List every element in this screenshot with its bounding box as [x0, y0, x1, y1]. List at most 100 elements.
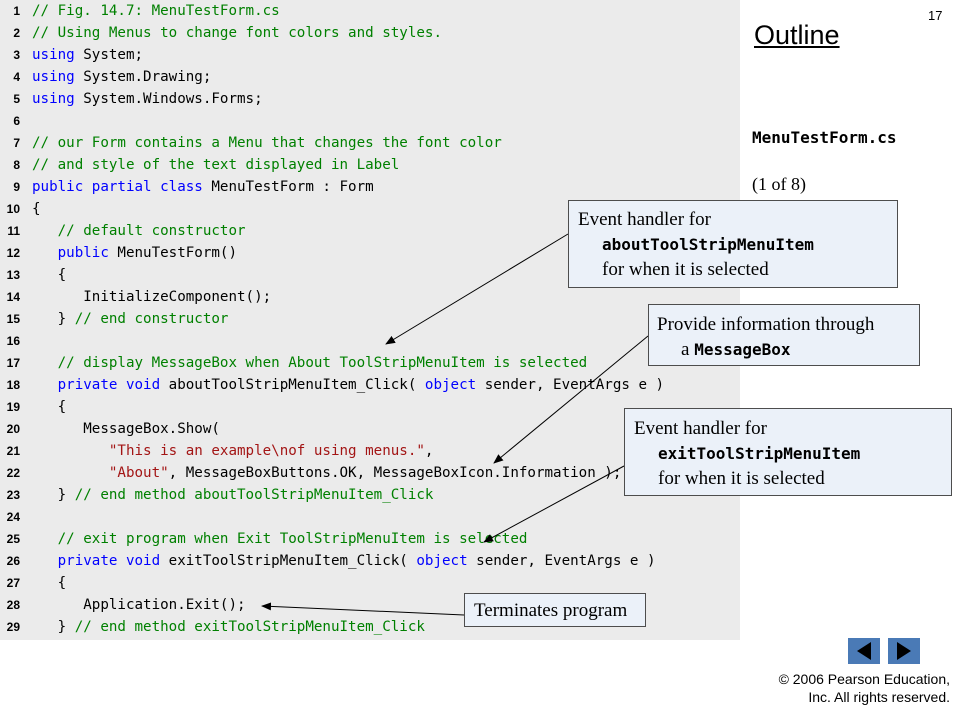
code-line: 7 // our Form contains a Menu that change… — [0, 132, 740, 154]
code-text: // exit program when Exit ToolStripMenuI… — [32, 528, 528, 550]
line-number: 13 — [6, 268, 20, 282]
code-token: public partial class — [32, 179, 203, 195]
code-line: 3 using System; — [0, 44, 740, 66]
next-slide-button[interactable] — [888, 638, 920, 664]
arrow-messagebox — [493, 335, 649, 464]
code-token: // end method aboutToolStripMenuItem_Cli… — [74, 487, 434, 503]
code-line: 20 MessageBox.Show( — [0, 418, 740, 440]
line-number: 19 — [6, 400, 20, 414]
code-text: // Fig. 14.7: MenuTestForm.cs — [32, 0, 280, 22]
code-line: 19 { — [0, 396, 740, 418]
outline-link[interactable]: Outline — [754, 20, 840, 50]
code-token: InitializeComponent(); — [32, 289, 272, 305]
line-number: 4 — [13, 70, 20, 84]
code-token: private void — [57, 553, 161, 569]
code-token: { — [32, 201, 41, 217]
line-number: 8 — [13, 158, 20, 172]
line-number: 3 — [13, 48, 20, 62]
code-token: System.Windows.Forms; — [74, 91, 263, 107]
code-text: MessageBox.Show( — [32, 418, 220, 440]
callout-about-line1: Event handler for — [578, 209, 711, 230]
code-token: aboutToolStripMenuItem_Click( — [160, 377, 425, 393]
code-token: } — [32, 619, 75, 635]
code-token: // Fig. 14.7: MenuTestForm.cs — [32, 3, 280, 19]
line-number: 28 — [6, 598, 20, 612]
code-token: , MessageBoxButtons.OK, MessageBoxIcon.I… — [168, 465, 622, 481]
code-token: object — [416, 553, 468, 569]
code-token: , — [424, 443, 434, 459]
code-text: public MenuTestForm() — [32, 242, 237, 264]
previous-slide-button[interactable] — [848, 638, 880, 664]
code-text: { — [32, 396, 67, 418]
line-number: 5 — [13, 92, 20, 106]
line-number: 16 — [6, 334, 20, 348]
copyright-line1: © 2006 Pearson Education, — [778, 671, 950, 687]
code-line: 25 // exit program when Exit ToolStripMe… — [0, 528, 740, 550]
callout-exit-line1: Event handler for — [634, 418, 767, 439]
code-line: 11 // default constructor — [0, 220, 740, 242]
line-number: 7 — [13, 136, 20, 150]
code-line: 22 "About", MessageBoxButtons.OK, Messag… — [0, 462, 740, 484]
triangle-left-icon — [857, 642, 871, 660]
callout-msgbox-line1: Provide information through — [657, 314, 875, 335]
code-token: sender, EventArgs e ) — [467, 553, 656, 569]
code-line: 8 // and style of the text displayed in L… — [0, 154, 740, 176]
line-number: 27 — [6, 576, 20, 590]
code-line: 29 } // end method exitToolStripMenuItem… — [0, 616, 740, 638]
code-token: exitToolStripMenuItem_Click( — [160, 553, 417, 569]
code-token: // our Form contains a Menu that changes… — [32, 135, 502, 151]
callout-exit-code: exitToolStripMenuItem — [658, 444, 861, 463]
callout-about-line3: for when it is selected — [602, 259, 769, 280]
code-text: // display MessageBox when About ToolStr… — [32, 352, 588, 374]
code-token: public — [57, 245, 109, 261]
code-token: using — [32, 69, 75, 85]
code-text: using System.Windows.Forms; — [32, 88, 263, 110]
callout-about-code: aboutToolStripMenuItem — [602, 235, 814, 254]
copyright-notice: © 2006 Pearson Education, Inc. All right… — [730, 670, 950, 706]
code-token: using — [32, 47, 75, 63]
callout-exit-line3: for when it is selected — [658, 468, 825, 489]
callout-terminate-text: Terminates program — [474, 600, 628, 621]
triangle-right-icon — [897, 642, 911, 660]
code-token: object — [424, 377, 477, 393]
code-line: 21 "This is an example\nof using menus."… — [0, 440, 740, 462]
file-name: MenuTestForm.cs — [752, 128, 897, 147]
code-token: // and style of the text displayed in La… — [32, 157, 400, 173]
code-text: // Using Menus to change font colors and… — [32, 22, 442, 44]
code-text: // and style of the text displayed in La… — [32, 154, 399, 176]
code-text: public partial class MenuTestForm : Form — [32, 176, 374, 198]
code-text: Application.Exit(); — [32, 594, 246, 616]
line-number: 20 — [6, 422, 20, 436]
code-token: // end method exitToolStripMenuItem_Clic… — [74, 619, 425, 635]
code-line: 17 // display MessageBox when About Tool… — [0, 352, 740, 374]
callout-terminate: Terminates program — [464, 593, 646, 627]
code-token: // default constructor — [32, 223, 246, 239]
line-number: 17 — [6, 356, 20, 370]
code-token: Application.Exit(); — [32, 597, 246, 613]
line-number: 25 — [6, 532, 20, 546]
code-token: // end constructor — [74, 311, 229, 327]
code-token: MessageBox.Show( — [32, 421, 220, 437]
line-number: 18 — [6, 378, 20, 392]
code-line: 24 — [0, 506, 740, 528]
arrow-about-handler — [385, 233, 569, 345]
code-text: using System.Drawing; — [32, 66, 211, 88]
code-line: 5 using System.Windows.Forms; — [0, 88, 740, 110]
line-number: 6 — [13, 114, 20, 128]
line-number: 10 — [6, 202, 20, 216]
code-token: MenuTestForm() — [108, 245, 237, 261]
code-token: { — [32, 267, 67, 283]
line-number: 15 — [6, 312, 20, 326]
code-token: private void — [57, 377, 161, 393]
code-text: using System; — [32, 44, 143, 66]
code-line: 26 private void exitToolStripMenuItem_Cl… — [0, 550, 740, 572]
code-text: "This is an example\nof using menus.", — [32, 440, 434, 462]
callout-msgbox-code: MessageBox — [694, 340, 791, 359]
code-token: { — [32, 399, 67, 415]
code-line: 14 InitializeComponent(); — [0, 286, 740, 308]
line-number: 21 — [6, 444, 20, 458]
code-text: "About", MessageBoxButtons.OK, MessageBo… — [32, 462, 622, 484]
code-line: 15 } // end constructor — [0, 308, 740, 330]
code-line: 13 { — [0, 264, 740, 286]
